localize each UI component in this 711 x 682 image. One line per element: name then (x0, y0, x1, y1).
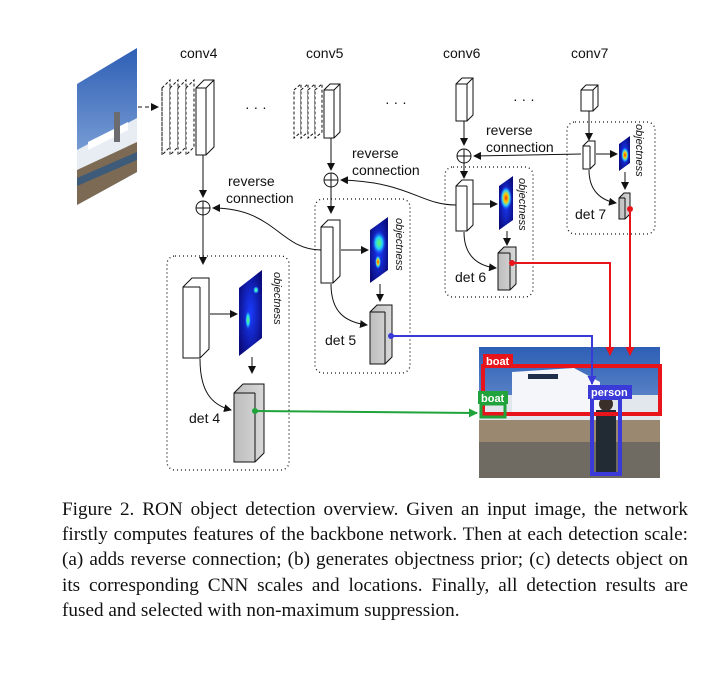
det4-label: det 4 (189, 410, 220, 426)
conv4-label: conv4 (180, 45, 218, 61)
reverse-label-5a: reverse (352, 145, 399, 161)
det5-label: det 5 (325, 332, 356, 348)
det7-label: det 7 (575, 206, 606, 222)
det6-label: det 6 (455, 269, 486, 285)
reverse-label-6a: reverse (486, 122, 533, 138)
detection-boxes: boat boat person (478, 354, 662, 476)
reverse-label-4b: connection (226, 190, 294, 206)
figure-caption: Figure 2. RON object detection overview.… (62, 499, 688, 621)
boat-label-small: boat (481, 393, 505, 405)
reverse-label-4a: reverse (228, 173, 275, 189)
det4-module (166, 215, 290, 471)
conv6-label: conv6 (443, 45, 481, 61)
conv7-label: conv7 (571, 45, 609, 61)
conv4-stack (161, 78, 215, 157)
input-image (77, 48, 137, 205)
objectness-label-5: objectness (393, 218, 405, 271)
objectness-label-4: objectness (271, 272, 283, 325)
reverse-connection-5 (323, 138, 457, 206)
conv5-stack (293, 82, 341, 140)
boat-label-large: boat (486, 356, 510, 368)
boat-box-large (481, 364, 662, 416)
fusion-arrows (252, 206, 635, 418)
det6-module (444, 163, 534, 298)
ellipsis-3: · · · (513, 91, 535, 107)
conv6-block (455, 77, 474, 122)
objectness-label-6: objectness (516, 178, 528, 231)
reverse-connection-4 (195, 155, 322, 251)
ellipsis-1: · · · (245, 99, 267, 115)
reverse-label-5b: connection (352, 162, 420, 178)
ron-diagram: conv4 · · · conv5 · · · conv6 · · · conv… (77, 45, 662, 478)
conv7-block (580, 84, 599, 112)
person-label: person (591, 387, 628, 399)
objectness-label-7: objectness (633, 124, 645, 177)
conv5-label: conv5 (306, 45, 344, 61)
det5-module (314, 187, 411, 374)
det7-module (566, 111, 656, 235)
ellipsis-2: · · · (385, 94, 407, 110)
reverse-label-6b: connection (486, 139, 554, 155)
reverse-connection-6 (456, 121, 582, 164)
